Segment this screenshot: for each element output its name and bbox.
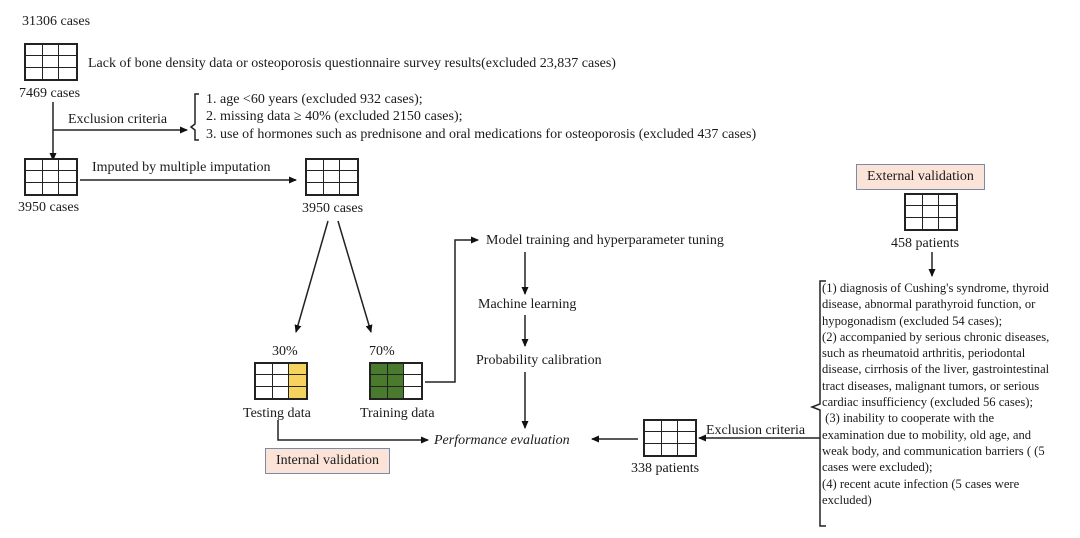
model-training-step: Model training and hyperparameter tuning xyxy=(486,233,724,248)
after-exclusion-label: 3950 cases xyxy=(18,200,80,215)
internal-validation-box: Internal validation xyxy=(265,448,391,474)
exclusion-criteria-label: Exclusion criteria xyxy=(68,112,168,127)
external-exclusion-label: Exclusion criteria xyxy=(706,423,806,438)
external-criterion-3: (3) inability to cooperate with the exam… xyxy=(822,411,1048,475)
training-percent: 70% xyxy=(369,344,395,359)
external-criterion-2: (2) accompanied by serious chronic disea… xyxy=(822,329,1050,410)
testing-data-label: Testing data xyxy=(243,406,311,421)
external-bracket xyxy=(809,280,826,527)
table-icon-458 xyxy=(904,193,958,231)
table-icon-338 xyxy=(643,419,697,457)
after-imputation-label: 3950 cases xyxy=(302,201,364,216)
exclusion-item-2: 2. missing data ≥ 40% (excluded 2150 cas… xyxy=(206,109,463,124)
training-data-label: Training data xyxy=(360,406,435,421)
exclusion-bracket xyxy=(189,93,199,141)
machine-learning-step: Machine learning xyxy=(478,297,577,312)
exclusion-item-3: 3. use of hormones such as prednisone an… xyxy=(206,127,757,142)
arrow-training-to-model xyxy=(425,236,479,383)
bone-density-exclusion-text: Lack of bone density data or osteoporosi… xyxy=(88,56,616,71)
arrow-testing-to-performance xyxy=(277,420,429,444)
training-data-table xyxy=(369,362,423,400)
external-criterion-1: (1) diagnosis of Cushing's syndrome, thy… xyxy=(822,281,1049,328)
performance-evaluation-step: Performance evaluation xyxy=(434,433,570,448)
arrow-to-testing xyxy=(294,220,329,333)
external-after-label: 338 patients xyxy=(631,461,700,476)
table-icon-total xyxy=(24,43,78,81)
after-bone-density-label: 7469 cases xyxy=(19,86,81,101)
arrow-to-training xyxy=(337,220,373,333)
table-icon-3950 xyxy=(24,158,78,196)
table-icon-imputed xyxy=(305,158,359,196)
total-cases-label: 31306 cases xyxy=(22,14,91,29)
external-exclusion-criteria: (1) diagnosis of Cushing's syndrome, thy… xyxy=(822,280,1054,508)
testing-data-table xyxy=(254,362,308,400)
external-cases-label: 458 patients xyxy=(891,236,960,251)
external-criterion-4: (4) recent acute infection (5 cases were… xyxy=(822,476,1020,507)
probability-calibration-step: Probability calibration xyxy=(476,353,602,368)
imputation-label: Imputed by multiple imputation xyxy=(92,160,271,175)
exclusion-item-1: 1. age <60 years (excluded 932 cases); xyxy=(206,92,423,107)
external-validation-box: External validation xyxy=(856,164,985,190)
testing-percent: 30% xyxy=(272,344,298,359)
